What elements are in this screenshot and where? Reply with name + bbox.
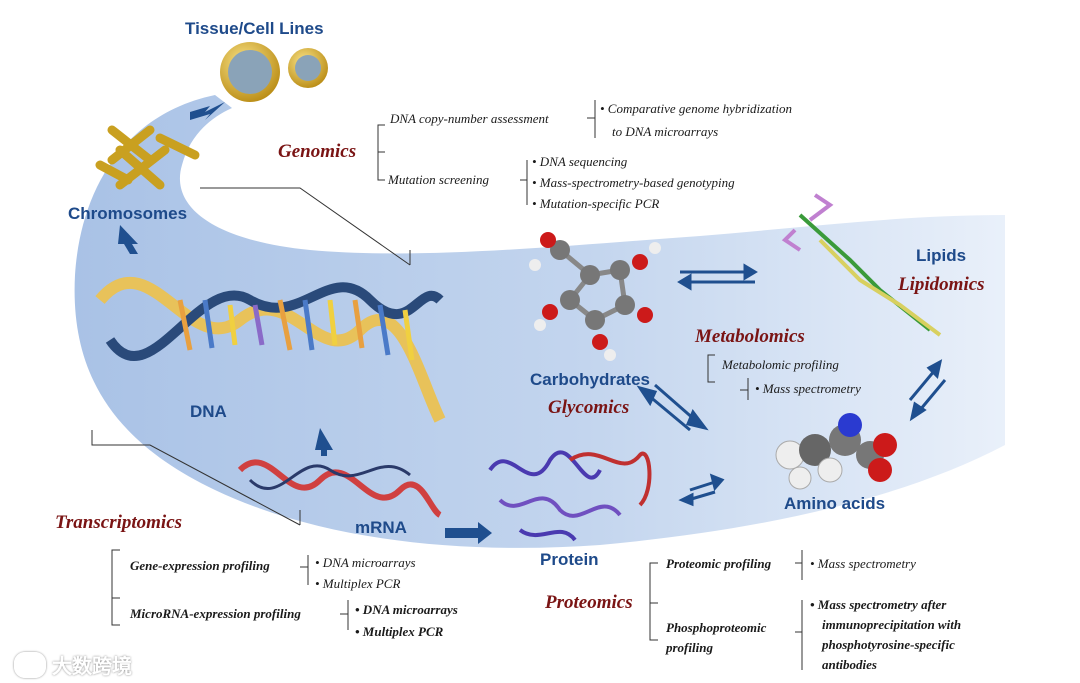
metabolomics-label: Metabolomics	[695, 326, 805, 347]
mutation-item-sequencing: • DNA sequencing	[532, 154, 628, 169]
mrna-image	[237, 459, 442, 518]
amino-acid-molecule-image	[775, 413, 897, 490]
phospho-item-line1: • Mass spectrometry after	[810, 597, 947, 612]
chromosomes-heading: Chromosomes	[68, 204, 188, 223]
proteomic-ms-item: • Mass spectrometry	[810, 556, 916, 571]
mrna-heading: mRNA	[355, 518, 407, 537]
dna-helix-image	[95, 277, 446, 423]
mutation-screening-label: Mutation screening	[388, 172, 489, 187]
cgh-item-line2: to DNA microarrays	[612, 124, 719, 139]
microrna-item-microarrays: • DNA microarrays	[355, 602, 458, 617]
glycomics-label: Glycomics	[548, 397, 630, 418]
gene-expression-label: Gene-expression profiling	[130, 558, 270, 573]
equilibrium-arrows	[636, 263, 947, 507]
lipid-molecule-image	[781, 193, 942, 337]
amino-acids-heading: Amino acids	[784, 494, 886, 513]
protein-image	[488, 450, 652, 542]
metabolomic-ms-item: • Mass spectrometry	[755, 381, 861, 396]
watermark-logo-icon	[14, 652, 46, 678]
phosphoproteomic-label-line2: profiling	[666, 640, 713, 655]
phosphoproteomic-label-line1: Phosphoproteomic	[666, 620, 767, 635]
transcriptomics-label: Transcriptomics	[55, 512, 183, 533]
chromosomes-image	[95, 125, 200, 190]
metabolomic-profiling-label: Metabolomic profiling	[722, 357, 839, 372]
lipids-heading: Lipids	[916, 246, 967, 265]
gene-expression-item-pcr: • Multiplex PCR	[315, 576, 401, 591]
microrna-item-pcr: • Multiplex PCR	[355, 624, 444, 639]
protein-heading: Protein	[540, 550, 599, 569]
carbohydrates-heading: Carbohydrates	[530, 370, 650, 389]
mutation-item-genotyping: • Mass-spectrometry-based genotyping	[532, 175, 735, 190]
dna-copy-number-label: DNA copy-number assessment	[390, 111, 549, 126]
bracket-lines	[91, 100, 803, 670]
watermark-text: 大数跨境	[52, 654, 132, 678]
tissue-heading: Tissue/Cell Lines	[185, 19, 324, 38]
genomics-label: Genomics	[278, 141, 357, 162]
cgh-item-line1: • Comparative genome hybridization	[600, 101, 792, 116]
mutation-item-pcr: • Mutation-specific PCR	[532, 196, 660, 211]
phospho-item-line3: phosphotyrosine-specific	[822, 637, 955, 652]
microrna-expression-label: MicroRNA-expression profiling	[130, 606, 301, 621]
carbohydrate-molecule-image	[529, 232, 661, 361]
proteomic-profiling-label: Proteomic profiling	[666, 556, 772, 571]
gene-expression-item-microarrays: • DNA microarrays	[315, 555, 416, 570]
lipidomics-label: Lipidomics	[898, 274, 985, 295]
flow-arrows	[118, 102, 492, 544]
phospho-item-line2: immunoprecipitation with	[822, 617, 962, 632]
dna-heading: DNA	[190, 402, 227, 421]
phospho-item-line4: antibodies	[822, 657, 877, 672]
proteomics-label: Proteomics	[545, 592, 633, 613]
tissue-spheres-image	[220, 42, 328, 102]
